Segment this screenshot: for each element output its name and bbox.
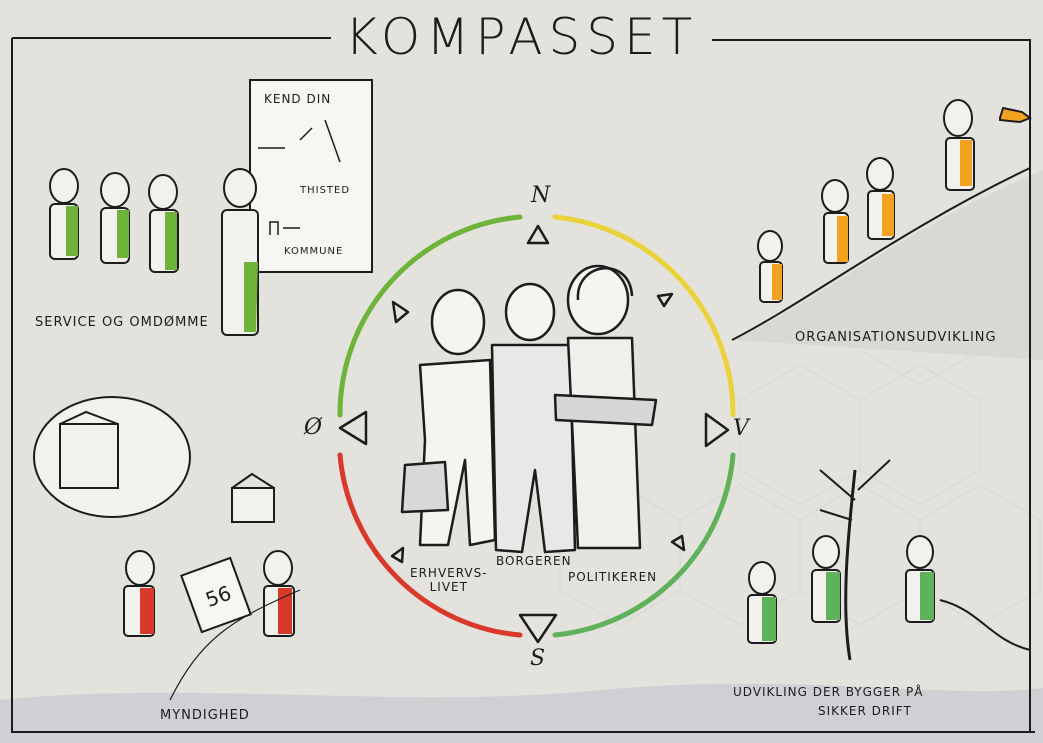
sign-board [180, 556, 252, 634]
board-heading: KEND DIN [264, 92, 332, 106]
center-figures [400, 264, 658, 554]
service-scene [49, 79, 373, 336]
ring-green-arc [337, 214, 523, 418]
bottom-landscape [0, 683, 1043, 743]
triangle-nw [391, 300, 410, 324]
compass-east-label: V [733, 416, 750, 441]
label-politikeren: POLITIKEREN [568, 570, 658, 584]
compass-north-label: N [531, 183, 552, 208]
compass-ring [337, 214, 736, 638]
page-title: KOMPASSET [0, 8, 1043, 66]
title-text: KOMPASSET [330, 8, 713, 66]
triangle-north [526, 224, 550, 245]
label-borgeren: BORGEREN [496, 554, 572, 568]
triangle-west [338, 410, 368, 446]
udvikling-scene [747, 459, 1031, 661]
triangle-sw [390, 546, 405, 564]
board-kommune: KOMMUNE [284, 246, 344, 257]
label-udvikling-line2: SIKKER DRIFT [818, 704, 912, 718]
label-service-og-omdomme: SERVICE OG OMDØMME [35, 315, 209, 330]
myndighed-scene [33, 396, 301, 701]
hill-shape [735, 170, 1043, 360]
frame-left [11, 38, 1035, 733]
triangle-ne [656, 292, 674, 308]
ring-teal-arc [552, 452, 736, 638]
triangle-south [518, 613, 558, 644]
compass-triangles [338, 224, 730, 644]
board-place: THISTED [300, 185, 351, 196]
whiteboard [249, 79, 373, 273]
label-organisationsudvikling: ORGANISATIONSUDVIKLING [795, 330, 997, 345]
organisation-scene [731, 99, 1033, 341]
label-myndighed: MYNDIGHED [160, 708, 250, 723]
ring-red-arc [337, 452, 523, 638]
frame-top-right [680, 39, 1031, 732]
label-erhvervslivet: ERHVERVS- LIVET [410, 566, 488, 594]
compass-west-label: Ø [304, 415, 324, 440]
label-udvikling-line1: UDVIKLING DER BYGGER PÅ [733, 685, 924, 699]
triangle-se [670, 534, 686, 552]
triangle-east [704, 412, 730, 448]
compass-south-label: S [530, 646, 547, 671]
ring-yellow-arc [552, 214, 736, 418]
